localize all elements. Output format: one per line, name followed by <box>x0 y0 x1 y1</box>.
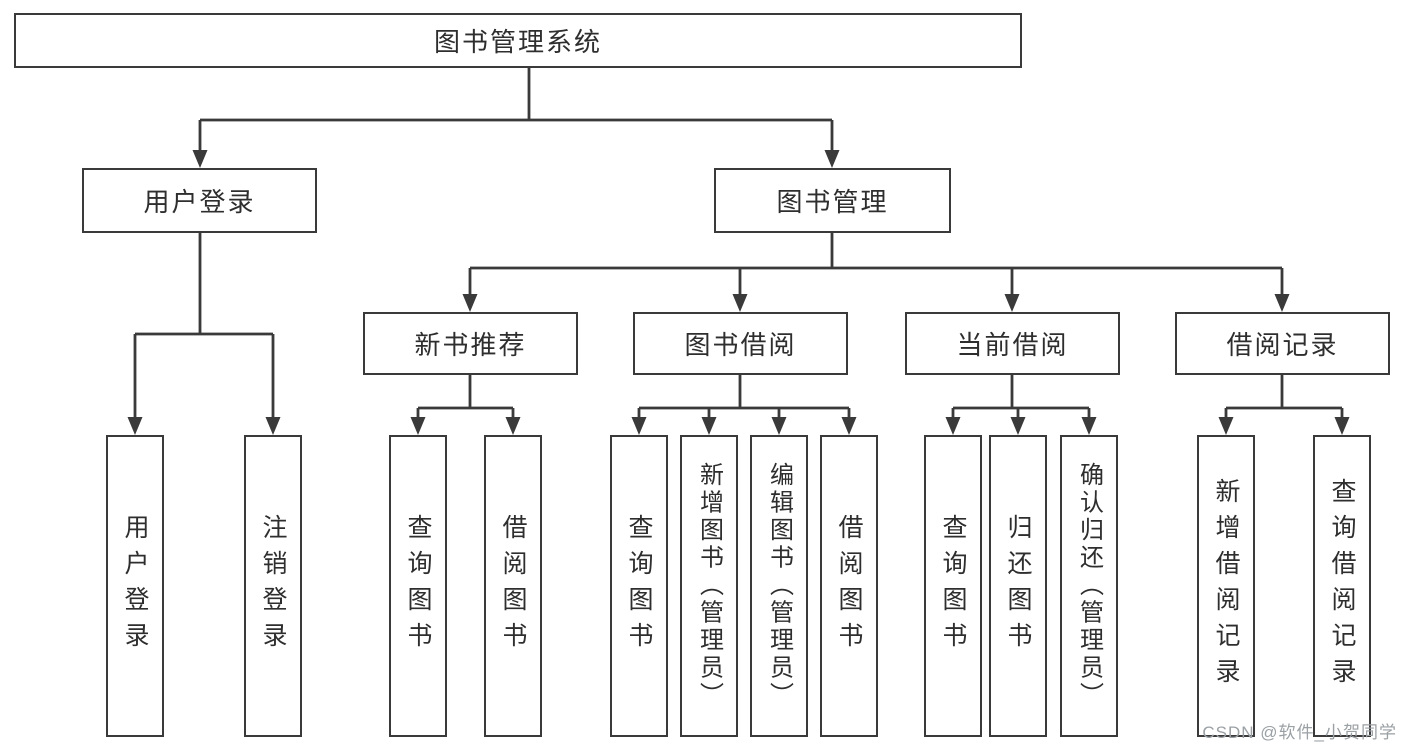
tree-edges <box>133 68 1344 419</box>
node-current-borrowing: 当前借阅 <box>905 312 1120 375</box>
node-borrowing-records: 借阅记录 <box>1175 312 1390 375</box>
leaf-add-books-admin: 新增图书（管理员） <box>680 435 738 737</box>
node-book-borrowing: 图书借阅 <box>633 312 848 375</box>
leaf-borrow-books-recommend: 借阅图书 <box>484 435 542 737</box>
leaf-query-books-recommend: 查询图书 <box>389 435 447 737</box>
leaf-query-borrow-record: 查询借阅记录 <box>1313 435 1371 737</box>
leaf-confirm-return-admin: 确认归还（管理员） <box>1060 435 1118 737</box>
leaf-logout: 注销登录 <box>244 435 302 737</box>
leaf-edit-books-admin: 编辑图书（管理员） <box>750 435 808 737</box>
leaf-return-books: 归还图书 <box>989 435 1047 737</box>
node-user-login: 用户登录 <box>82 168 317 233</box>
leaf-borrow-books: 借阅图书 <box>820 435 878 737</box>
leaf-query-books-borrowing: 查询图书 <box>610 435 668 737</box>
node-library-management-system: 图书管理系统 <box>14 13 1022 68</box>
leaf-user-login: 用户登录 <box>106 435 164 737</box>
node-new-book-recommend: 新书推荐 <box>363 312 578 375</box>
leaf-add-borrow-record: 新增借阅记录 <box>1197 435 1255 737</box>
node-book-management: 图书管理 <box>714 168 951 233</box>
leaf-query-books-current: 查询图书 <box>924 435 982 737</box>
csdn-watermark: CSDN @软件_小贺同学 <box>1202 723 1397 742</box>
